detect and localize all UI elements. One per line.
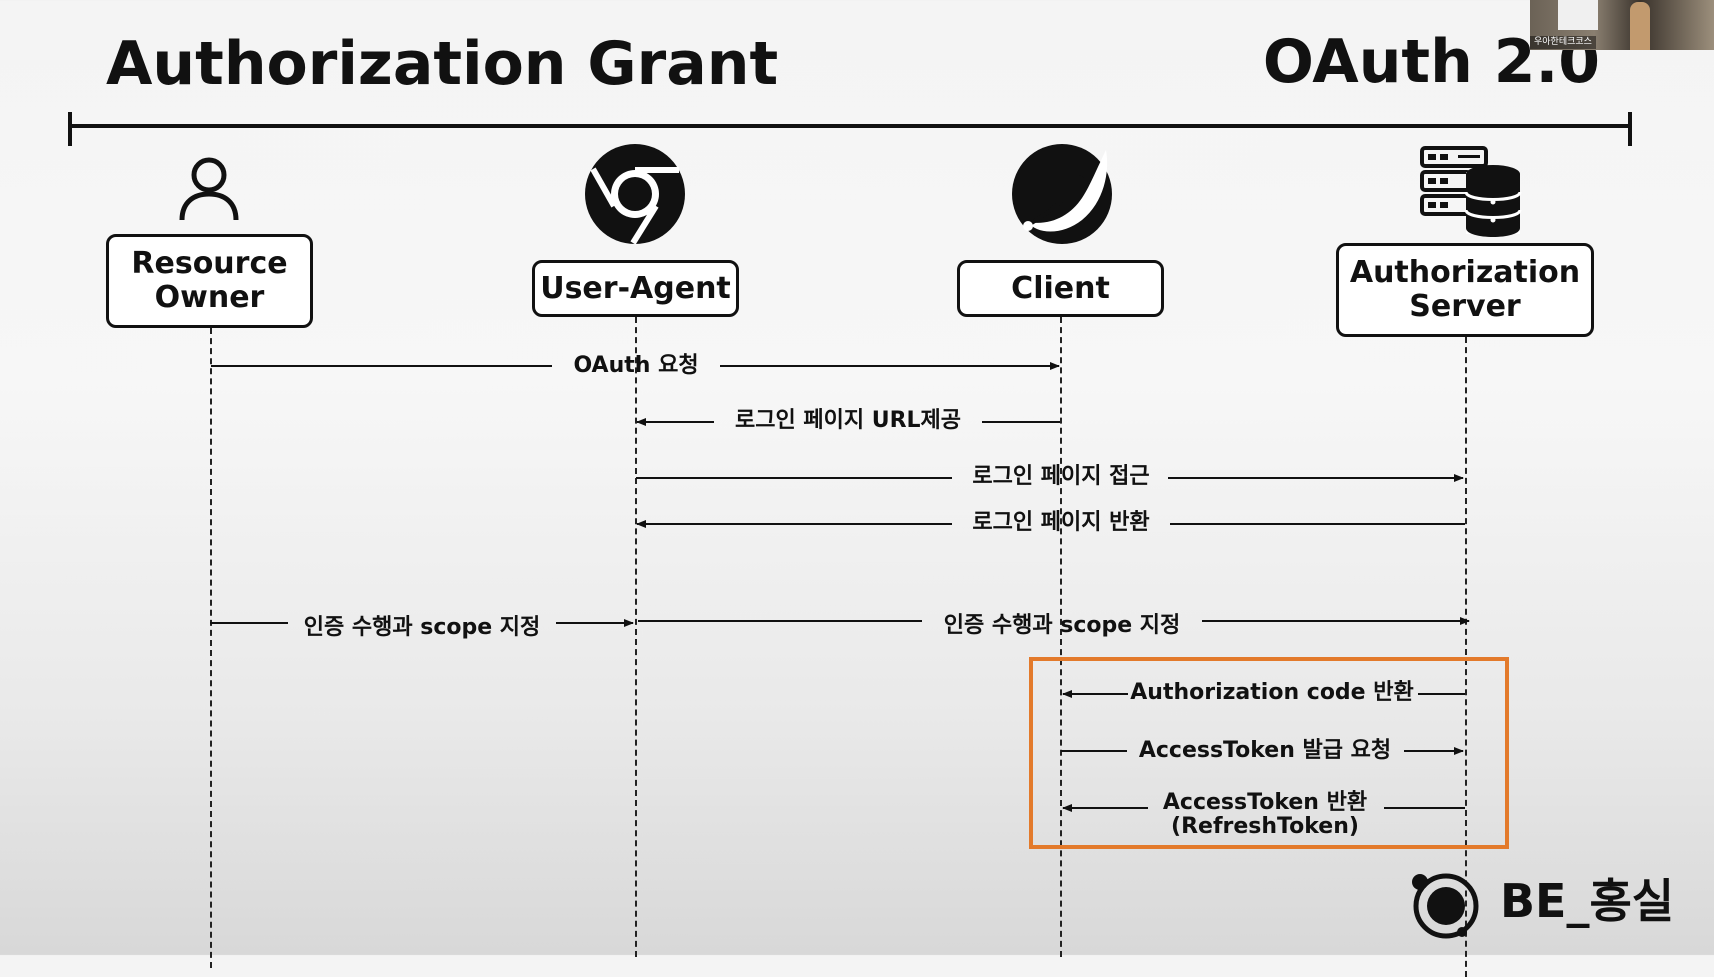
message-label-oauth-request: OAuth 요청 [573, 352, 699, 378]
code-exchange-highlight-box [1029, 657, 1509, 849]
lifeline-resource-owner [210, 328, 212, 968]
message-label-auth-ro-ua: 인증 수행과 scope 지정 [303, 614, 541, 640]
message-label-token-return: AccessToken 반환 (RefreshToken) [1162, 789, 1368, 839]
lifeline-client [1060, 317, 1062, 957]
chrome-icon [585, 144, 685, 245]
lifeline-user-agent [635, 317, 637, 957]
message-label-login-return: 로그인 페이지 반환 [972, 509, 1150, 535]
channel-brand-name: BE_홍실 [1500, 874, 1675, 928]
message-arrows [210, 362, 1470, 812]
actor-client: Client [957, 260, 1164, 317]
webcam-thumbnail: 우아한테크코스 [1530, 0, 1714, 50]
message-label-login-url: 로그인 페이지 URL제공 [734, 407, 962, 433]
webcam-presenter [1630, 2, 1650, 50]
user-icon [179, 157, 239, 221]
header-divider-cap-left [68, 112, 72, 146]
webcam-label: 우아한테크코스 [1530, 36, 1596, 49]
webcam-projector-screen [1558, 0, 1598, 30]
server-database-icon [1420, 146, 1522, 237]
message-label-login-access: 로그인 페이지 접근 [972, 463, 1150, 489]
spring-leaf-icon [1012, 144, 1112, 244]
channel-logo-icon [1412, 873, 1479, 939]
message-label-auth-ua-as: 인증 수행과 scope 지정 [943, 612, 1181, 638]
header-divider-cap-right [1628, 112, 1632, 146]
actor-user-agent: User-Agent [532, 260, 739, 317]
page-title: Authorization Grant [106, 29, 779, 99]
message-label-token-request: AccessToken 발급 요청 [1138, 737, 1392, 763]
actor-authorization-server: Authorization Server [1336, 243, 1594, 337]
message-label-auth-code: Authorization code 반환 [1130, 679, 1414, 705]
header-divider [68, 124, 1632, 128]
actor-resource-owner: Resource Owner [106, 234, 313, 328]
